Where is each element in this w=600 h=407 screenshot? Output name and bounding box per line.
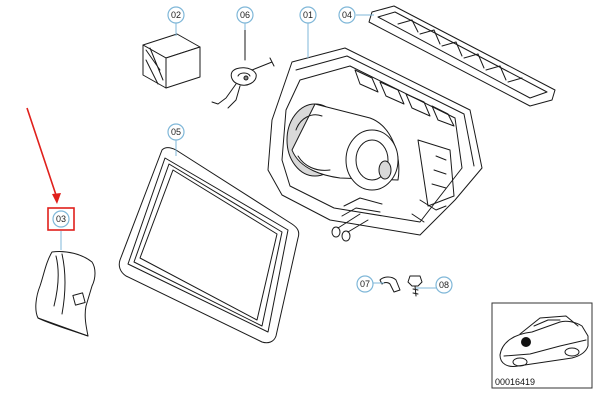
red-arrow-icon: [26, 107, 61, 204]
callout-06[interactable]: 06: [236, 6, 254, 24]
part-01-heater-housing[interactable]: [267, 47, 483, 242]
car-location-icon: [499, 315, 589, 367]
callout-label-04: 04: [342, 10, 352, 20]
callout-label-06: 06: [240, 10, 250, 20]
part-03-cover[interactable]: [35, 251, 96, 337]
callout-label-05: 05: [171, 127, 181, 137]
callout-label-02: 02: [171, 10, 181, 20]
part-02-filter[interactable]: [142, 33, 201, 89]
callout-04[interactable]: 04: [338, 6, 356, 24]
callout-label-08: 08: [439, 280, 449, 290]
callout-02[interactable]: 02: [167, 6, 185, 24]
callout-01[interactable]: 01: [299, 6, 317, 24]
callout-07[interactable]: 07: [356, 275, 374, 293]
reference-number: 00016419: [495, 377, 535, 387]
callout-08[interactable]: 08: [435, 276, 453, 294]
part-04-grille[interactable]: [368, 5, 556, 107]
location-marker-icon: [521, 337, 531, 347]
part-07-clip[interactable]: [379, 276, 401, 293]
leader-lines: [60, 14, 436, 289]
part-06-actuator[interactable]: [211, 24, 275, 109]
car-location-inset[interactable]: 00016419: [491, 302, 593, 389]
callout-label-07: 07: [360, 279, 370, 289]
part-05-gasket[interactable]: [118, 147, 300, 344]
callout-label-01: 01: [303, 10, 313, 20]
callout-05[interactable]: 05: [167, 123, 185, 141]
callout-label-03: 03: [56, 214, 66, 224]
part-08-screw[interactable]: [407, 275, 423, 297]
callout-03[interactable]: 03: [47, 207, 75, 231]
